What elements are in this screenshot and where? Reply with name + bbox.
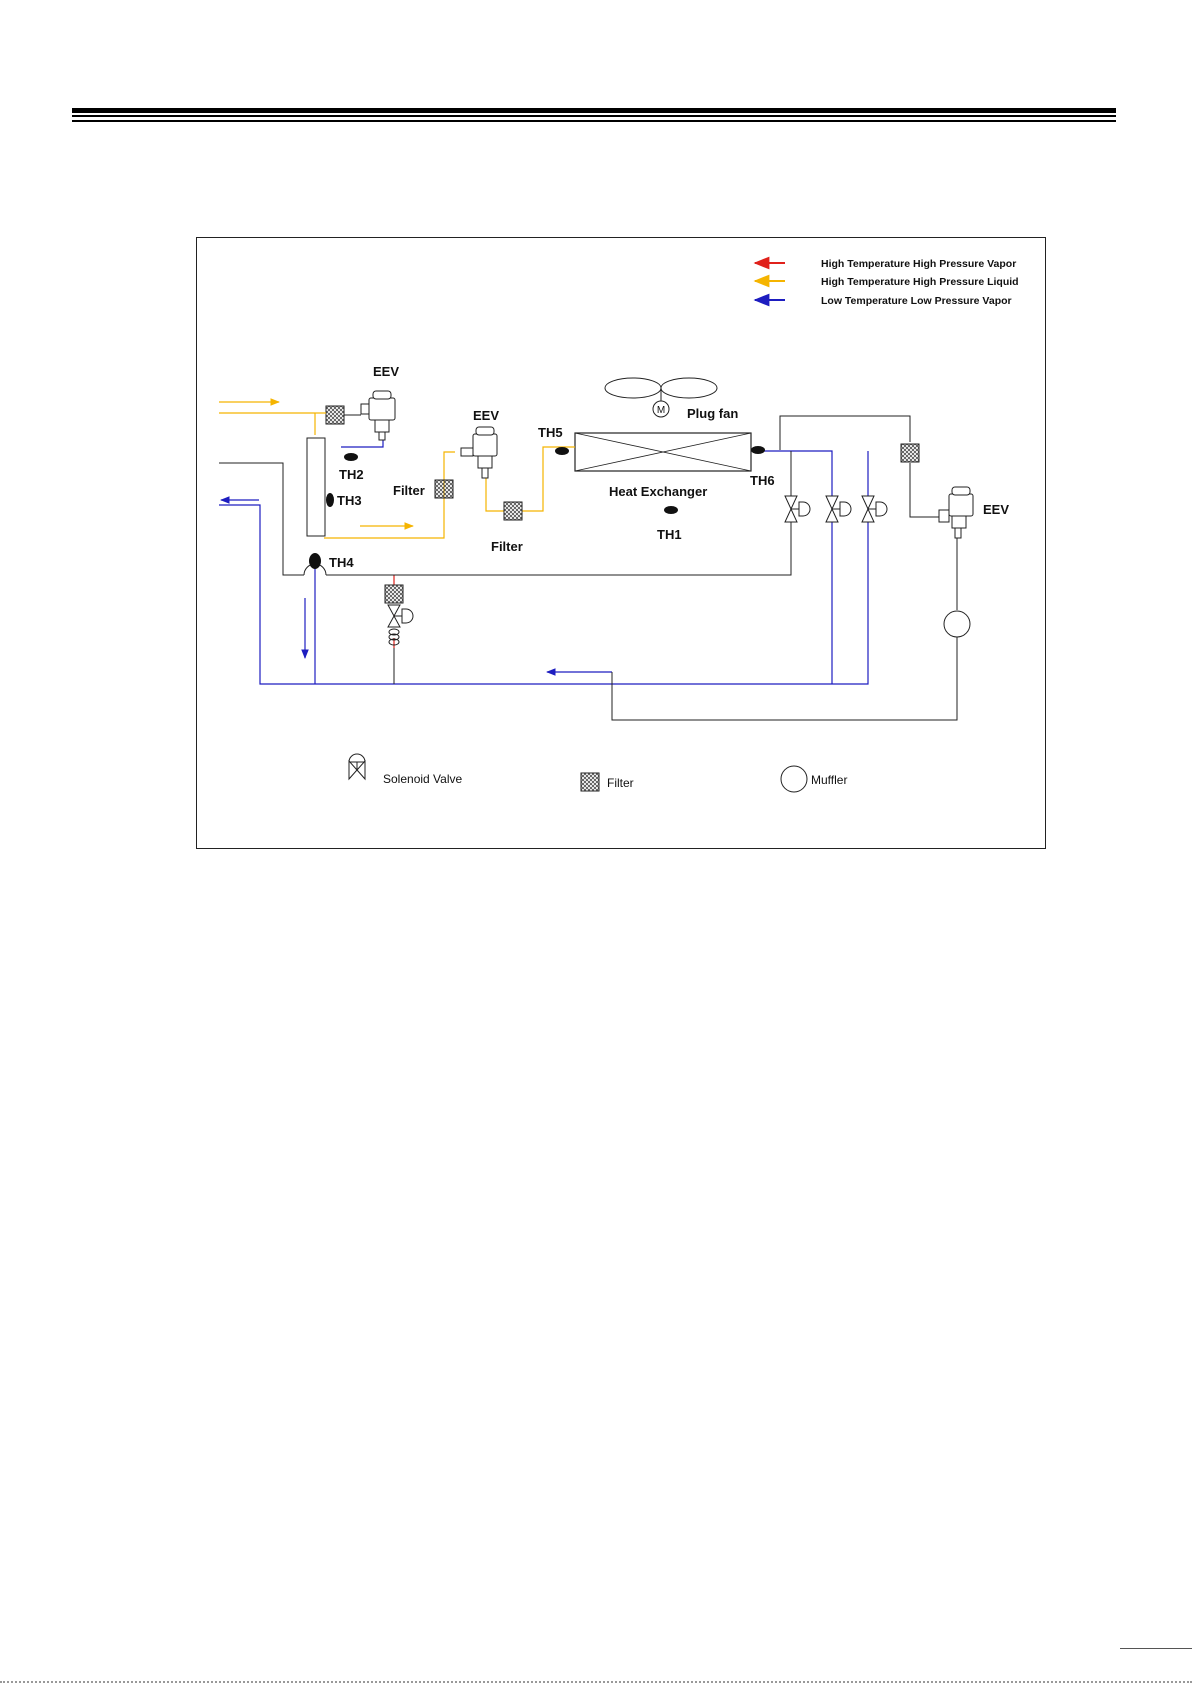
th4-label: TH4 [329,555,354,570]
sensor-icon [309,553,321,569]
header-rule-bottom [72,120,1116,122]
sensor-icon [664,506,678,514]
filter-icon [326,406,344,424]
legend-label-cold-vapor: Low Temperature Low Pressure Vapor [821,295,1012,307]
eev3-feed-line [780,416,910,450]
filter-icon [504,502,522,520]
liquid-eev2-to-filter-line [486,478,504,511]
filter-label-2: Filter [491,539,523,554]
th3-label: TH3 [337,493,362,508]
eev-icon [939,487,973,538]
eev-icon [461,427,497,478]
muffler-icon [944,611,970,637]
motor-label: M [657,405,665,416]
header-rule-middle [72,115,1116,117]
solenoid-valve-icon [785,496,810,522]
th2-label: TH2 [339,467,364,482]
discharge-main-line [326,522,791,575]
filter-icon [385,585,403,603]
legend-item-hot-liquid: High Temperature High Pressure Liquid [755,276,1019,288]
liquid-filter-to-th5-line [522,447,556,511]
filter-icon [581,773,599,791]
symbol-legend-muffler-label: Muffler [811,773,847,787]
filter-to-eev3-line [910,463,944,517]
muffler-return-line [612,637,957,720]
flow-legend: High Temperature High Pressure Vapor Hig… [755,258,1019,307]
solenoid-valve-icon [826,496,851,522]
sensor-icon [344,453,358,461]
economizer-vessel [307,438,325,536]
page-footer-rule [1120,1648,1192,1649]
th6-label: TH6 [750,473,775,488]
solenoid-valve-icon [388,605,413,627]
eev-label-1: EEV [373,364,399,379]
eev-icon [361,391,395,440]
filter-label-1: Filter [393,483,425,498]
sensor-icon [751,446,765,454]
heat-exchanger [556,433,751,471]
heat-exchanger-label: Heat Exchanger [609,484,707,499]
sensor-icon [555,447,569,455]
symbol-legend: Solenoid Valve Filter Muffler [349,754,847,792]
filter-icon [435,480,453,498]
th1-label: TH1 [657,527,682,542]
muffler-icon [781,766,807,792]
header-rule-top [72,108,1116,113]
symbol-legend-solenoid-label: Solenoid Valve [383,772,462,786]
legend-item-cold-vapor: Low Temperature Low Pressure Vapor [755,295,1012,307]
plug-fan-label: Plug fan [687,406,738,421]
symbol-legend-solenoid [349,754,365,779]
discharge-inlet-line [219,463,304,575]
sensor-icon [326,493,334,507]
diagram-canvas: High Temperature High Pressure Vapor Hig… [197,238,1047,850]
th5-label: TH5 [538,425,563,440]
eev-label-3: EEV [983,502,1009,517]
legend-label-hot-liquid: High Temperature High Pressure Liquid [821,276,1019,288]
filter-icon [901,444,919,462]
page-bottom-border [0,1681,1192,1683]
legend-item-hot-vapor: High Temperature High Pressure Vapor [755,258,1016,270]
legend-label-hot-vapor: High Temperature High Pressure Vapor [821,258,1016,270]
refrigerant-circuit-diagram: High Temperature High Pressure Vapor Hig… [196,237,1046,849]
eev-label-2: EEV [473,408,499,423]
solenoid-valve-icon [862,496,887,522]
symbol-legend-filter-label: Filter [607,776,634,790]
